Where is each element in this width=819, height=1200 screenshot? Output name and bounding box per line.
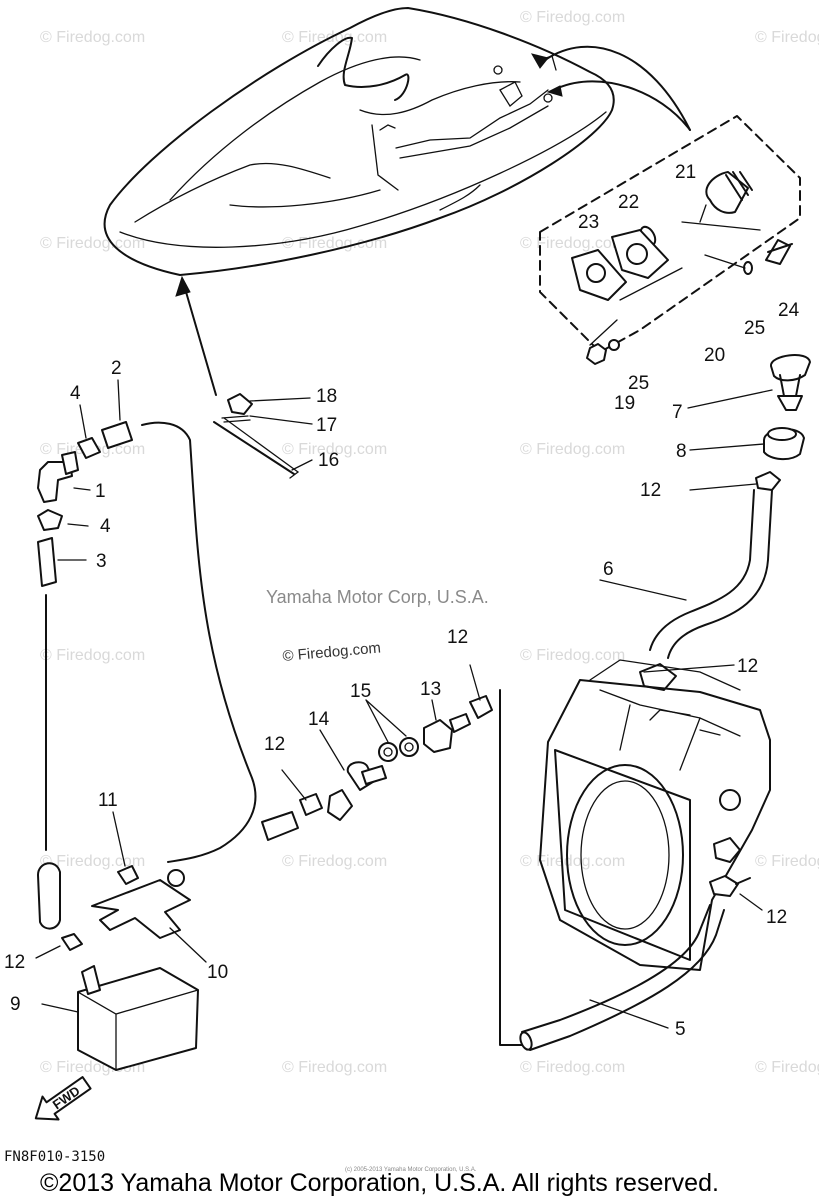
copyright-footer: ©2013 Yamaha Motor Corporation, U.S.A. A… [40,1169,719,1197]
watermark: © Firedog.com [520,9,625,26]
watermark: © Firedog.com [520,853,625,870]
filler-neck [639,354,811,691]
watermark: © Firedog.com [520,235,625,252]
callout-2: 2 [111,358,122,379]
callout-12: 12 [737,656,758,677]
callout-12: 12 [766,907,787,928]
callout-3: 3 [96,551,107,572]
watermark: © Firedog.com [755,29,819,46]
callout-7: 7 [672,402,683,423]
watermark: © Firedog.com [520,441,625,458]
watermark: © Firedog.com [40,647,145,664]
watermark: © Firedog.com [520,1059,625,1076]
watermark: © Firedog.com [40,29,145,46]
check-valve-assembly [261,695,493,841]
footer-small-print: (c) 2005-2013 Yamaha Motor Corporation, … [345,1167,477,1173]
callout-12: 12 [264,734,285,755]
callout-13: 13 [420,679,441,700]
diagram-code: FN8F010-3150 [4,1149,105,1165]
callout-4: 4 [70,383,81,404]
callout-25: 25 [628,373,649,394]
credit-text: Yamaha Motor Corp, U.S.A. [266,587,489,607]
callout-24: 24 [778,300,800,321]
watermark: © Firedog.com [282,1059,387,1076]
callout-4: 4 [100,516,111,537]
fwd-arrow-icon: FWD [34,1076,92,1121]
leader-lines [35,379,773,1029]
drain-plug-parts [213,393,300,479]
pump-housing [539,659,771,971]
callout-18: 18 [316,386,337,407]
watermark: © Firedog.com [282,441,387,458]
watermark: © Firedog.com [520,647,625,664]
callout-11: 11 [98,790,118,811]
callout-5: 5 [675,1019,686,1040]
callout-22: 22 [618,192,639,213]
hose-5 [499,689,725,1051]
callout-10: 10 [207,962,228,983]
callout-labels: 1 2 3 4 4 5 6 7 8 9 10 11 12 12 12 12 12… [4,162,800,1040]
watermark: © Firedog.com [755,853,819,870]
callout-12: 12 [640,480,661,501]
callout-21: 21 [675,162,696,183]
callout-1: 1 [95,481,106,502]
callout-12: 12 [4,952,25,973]
callout-12: 12 [447,627,468,648]
vent-hose [37,421,257,951]
callout-6: 6 [603,559,614,580]
callout-8: 8 [676,441,687,462]
watermark: © Firedog.com [40,853,145,870]
filler-assembly-box [539,115,801,365]
callout-23: 23 [578,212,599,233]
watermark: © Firedog.com [755,1059,819,1076]
callout-19: 19 [614,393,635,414]
callout-25: 25 [744,318,765,339]
callout-16: 16 [318,450,339,471]
callout-15: 15 [350,681,371,702]
hull-drawing [103,7,691,396]
bracket-and-container [77,865,199,1071]
callout-9: 9 [10,994,21,1015]
watermark: © Firedog.com [40,235,145,252]
callout-20: 20 [704,345,725,366]
callout-14: 14 [308,709,330,730]
callout-17: 17 [316,415,337,436]
watermark: © Firedog.com [282,29,387,46]
watermark: © Firedog.com [282,853,387,870]
watermark-center: © Firedog.com [282,639,382,665]
